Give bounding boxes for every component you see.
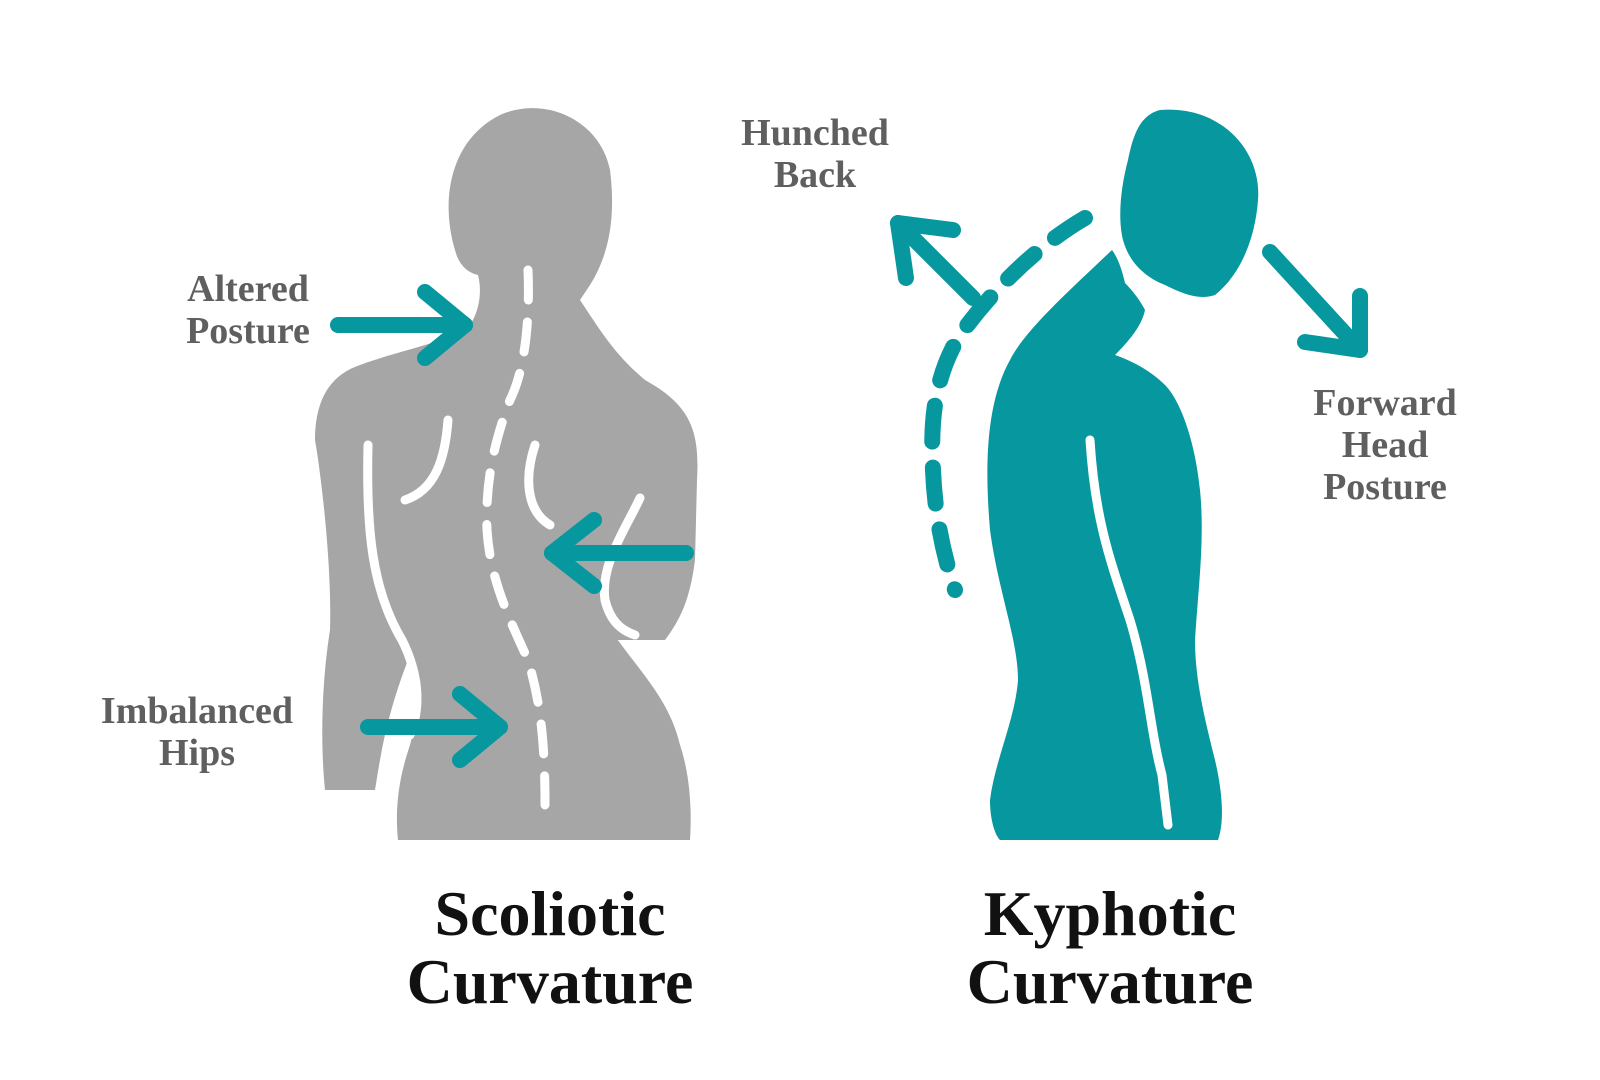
hunched-back-label: Hunched Back [720,112,910,196]
altered-posture-line2: Posture [186,310,310,352]
scoliotic-title: Scoliotic Curvature [380,880,720,1016]
altered-posture-label: Altered Posture [168,268,328,352]
hunched-back-line1: Hunched [741,112,889,154]
scoliotic-title-line2: Curvature [406,946,694,1017]
scoliotic-left-side-line [363,440,422,740]
kyphotic-spine-dashed [924,210,1093,598]
forward-head-arrow [1262,244,1368,358]
forward-head-posture-label: Forward Head Posture [1295,382,1475,508]
scoliotic-left-scapula [400,415,453,505]
kyphotic-body-line [1085,435,1173,830]
mid-back-arrow [544,512,694,594]
scoliotic-right-arm-line [599,493,645,640]
kyphotic-title-line2: Curvature [966,946,1254,1017]
scoliotic-title-line1: Scoliotic [434,878,666,949]
imbalanced-hips-label: Imbalanced Hips [78,690,316,774]
altered-posture-arrow [330,284,473,366]
imbalanced-hips-line2: Hips [158,732,236,774]
hunched-back-line2: Back [773,154,857,196]
kyphotic-title-line1: Kyphotic [983,878,1237,949]
imbalanced-hips-arrow [360,686,508,768]
scoliotic-right-scapula [524,440,555,530]
kyphotic-title: Kyphotic Curvature [940,880,1280,1016]
scoliotic-spine-dashed [482,265,550,810]
forward-head-line1: Forward [1313,382,1457,424]
forward-head-line2: Head [1341,424,1429,466]
kyphotic-head [1120,109,1259,297]
scoliotic-figure [315,108,698,841]
forward-head-line3: Posture [1323,466,1447,508]
imbalanced-hips-line1: Imbalanced [100,690,294,732]
kyphotic-figure [890,109,1368,840]
hunched-back-arrow [890,215,981,306]
altered-posture-line1: Altered [187,268,309,310]
